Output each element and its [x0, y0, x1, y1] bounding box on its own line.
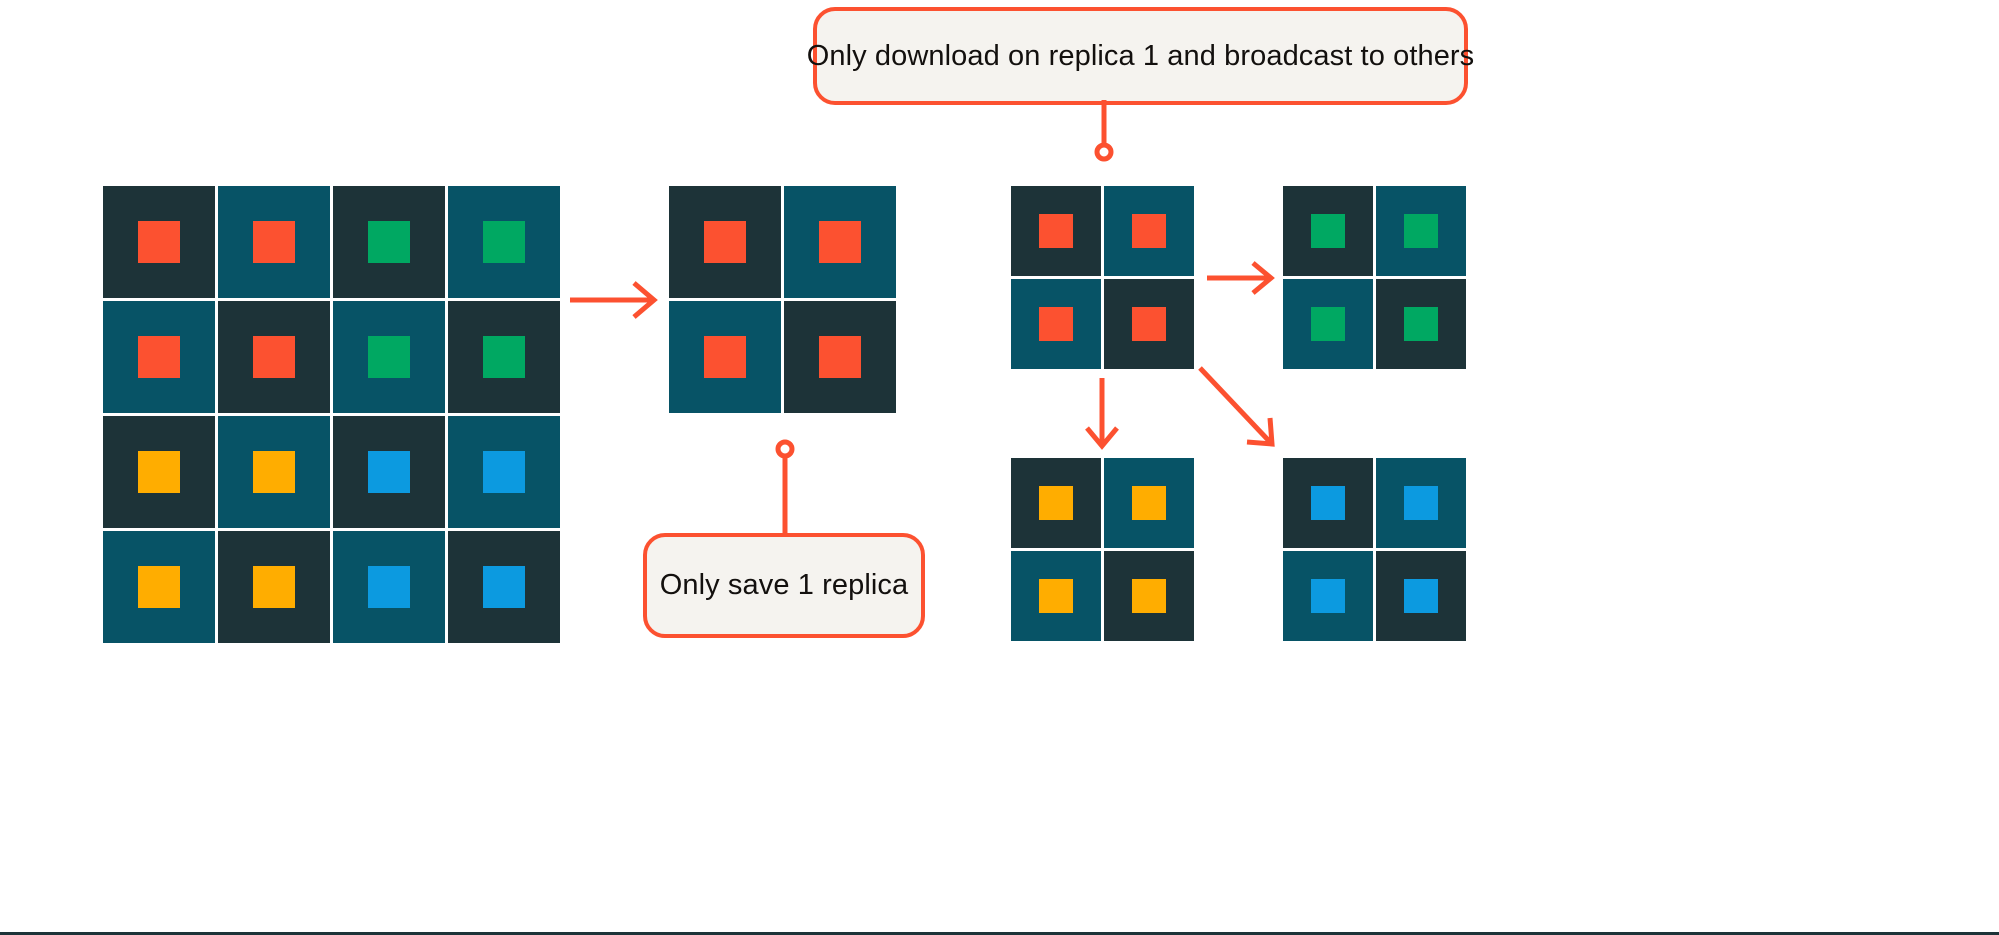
- shard-chip-red: [704, 336, 746, 378]
- grid-cell: [448, 416, 560, 528]
- shard-chip-green: [483, 221, 525, 263]
- replica-grid-amber: [1011, 458, 1194, 641]
- shard-chip-red: [1132, 214, 1166, 248]
- grid-cell: [333, 416, 445, 528]
- shard-chip-red: [253, 336, 295, 378]
- shard-chip-amber: [253, 451, 295, 493]
- grid-cell: [1283, 186, 1373, 276]
- grid-cell: [1376, 458, 1466, 548]
- shard-chip-amber: [1039, 579, 1073, 613]
- grid-cell: [1376, 551, 1466, 641]
- shard-chip-green: [368, 336, 410, 378]
- grid-cell: [1104, 458, 1194, 548]
- grid-cell: [103, 531, 215, 643]
- grid-cell: [784, 186, 896, 298]
- shard-chip-green: [1311, 307, 1345, 341]
- callout-save: Only save 1 replica: [643, 533, 925, 638]
- shard-chip-amber: [138, 566, 180, 608]
- replica-grid-blue: [1283, 458, 1466, 641]
- grid-cell: [1104, 551, 1194, 641]
- grid-cell: [333, 531, 445, 643]
- shard-chip-red: [1132, 307, 1166, 341]
- saved-replica-grid: [669, 186, 896, 413]
- shard-chip-green: [1404, 307, 1438, 341]
- shard-chip-amber: [1132, 579, 1166, 613]
- shard-chip-amber: [253, 566, 295, 608]
- shard-chip-red: [704, 221, 746, 263]
- grid-cell: [218, 531, 330, 643]
- grid-cell: [669, 186, 781, 298]
- grid-cell: [333, 301, 445, 413]
- source-shard-grid: [103, 186, 560, 643]
- shard-chip-blue: [1404, 486, 1438, 520]
- shard-chip-blue: [368, 566, 410, 608]
- shard-chip-red: [1039, 307, 1073, 341]
- shard-chip-green: [1404, 214, 1438, 248]
- grid-cell: [103, 186, 215, 298]
- grid-cell: [669, 301, 781, 413]
- grid-cell: [1283, 279, 1373, 369]
- callout-save-text: Only save 1 replica: [659, 569, 909, 601]
- grid-cell: [1011, 186, 1101, 276]
- grid-cell: [103, 301, 215, 413]
- arrow-right-icon-broadcast-green: [1207, 261, 1275, 295]
- grid-cell: [218, 416, 330, 528]
- arrow-right-icon: [570, 281, 658, 319]
- shard-chip-amber: [138, 451, 180, 493]
- grid-cell: [218, 301, 330, 413]
- grid-cell: [448, 301, 560, 413]
- grid-cell: [1283, 458, 1373, 548]
- callout-download-text: Only download on replica 1 and broadcast…: [806, 39, 1475, 72]
- shard-chip-red: [253, 221, 295, 263]
- shard-chip-amber: [1132, 486, 1166, 520]
- grid-cell: [103, 416, 215, 528]
- connector-endpoint-dot-icon: [775, 439, 795, 459]
- grid-cell: [1376, 186, 1466, 276]
- shard-chip-red: [819, 221, 861, 263]
- shard-chip-red: [819, 336, 861, 378]
- shard-chip-blue: [1311, 579, 1345, 613]
- shard-chip-blue: [368, 451, 410, 493]
- shard-chip-blue: [483, 451, 525, 493]
- grid-cell: [333, 186, 445, 298]
- grid-cell: [1283, 551, 1373, 641]
- grid-cell: [1011, 279, 1101, 369]
- shard-chip-green: [1311, 214, 1345, 248]
- connector-save-callout: [775, 439, 795, 536]
- grid-cell: [784, 301, 896, 413]
- arrow-down-icon-broadcast-amber: [1085, 378, 1119, 450]
- grid-cell: [218, 186, 330, 298]
- connector-download-callout: [1094, 100, 1114, 162]
- replica-grid-green: [1283, 186, 1466, 369]
- callout-download: Only download on replica 1 and broadcast…: [807, 7, 1474, 105]
- shard-chip-green: [483, 336, 525, 378]
- shard-chip-blue: [1404, 579, 1438, 613]
- bottom-divider: [0, 932, 1999, 935]
- shard-chip-red: [1039, 214, 1073, 248]
- shard-chip-amber: [1039, 486, 1073, 520]
- grid-cell: [1104, 186, 1194, 276]
- connector-endpoint-dot-icon: [1094, 142, 1114, 162]
- arrow-diagonal-down-right-icon-broadcast-blue: [1198, 366, 1275, 447]
- replica-grid-red: [1011, 186, 1194, 369]
- shard-chip-green: [368, 221, 410, 263]
- shard-chip-blue: [483, 566, 525, 608]
- grid-cell: [448, 531, 560, 643]
- grid-cell: [1011, 551, 1101, 641]
- grid-cell: [1011, 458, 1101, 548]
- grid-cell: [1104, 279, 1194, 369]
- shard-chip-red: [138, 221, 180, 263]
- grid-cell: [1376, 279, 1466, 369]
- grid-cell: [448, 186, 560, 298]
- shard-chip-blue: [1311, 486, 1345, 520]
- shard-chip-red: [138, 336, 180, 378]
